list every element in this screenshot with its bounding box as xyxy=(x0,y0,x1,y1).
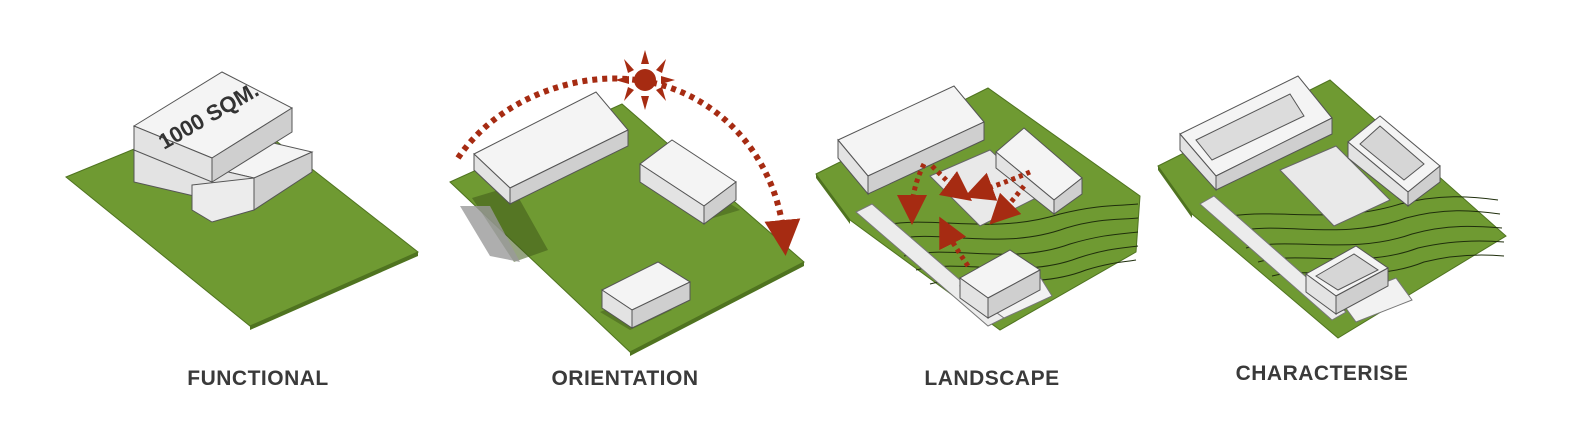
caption-landscape: LANDSCAPE xyxy=(924,367,1060,390)
view-arrows xyxy=(897,162,1032,268)
small-block xyxy=(1305,245,1389,315)
shadow xyxy=(460,206,520,262)
ground-edge xyxy=(1158,166,1192,218)
panel-landscape xyxy=(815,85,1141,331)
caption-functional: FUNCTIONAL xyxy=(187,367,329,390)
upper-volume xyxy=(132,71,294,183)
panel-functional: 1000 SQM. xyxy=(65,71,419,330)
ground-edge xyxy=(816,174,850,224)
caption-characterise: CHARACTERISE xyxy=(1235,362,1409,385)
ground-edge xyxy=(630,262,804,356)
main-block xyxy=(1179,75,1333,192)
small-block xyxy=(601,261,692,329)
panel-characterise xyxy=(1157,75,1507,339)
panel-orientation xyxy=(449,50,805,356)
courtyard xyxy=(1279,145,1391,227)
ground-edge xyxy=(250,252,418,330)
contour-lines xyxy=(1221,196,1505,277)
small-block xyxy=(959,249,1041,319)
main-block xyxy=(837,85,985,196)
caption-orientation: ORIENTATION xyxy=(551,367,699,390)
side-block xyxy=(639,139,737,225)
main-block xyxy=(473,91,629,206)
sun-icon xyxy=(615,50,675,110)
side-block xyxy=(1347,115,1441,208)
side-block xyxy=(995,127,1083,216)
shadow xyxy=(472,186,548,262)
